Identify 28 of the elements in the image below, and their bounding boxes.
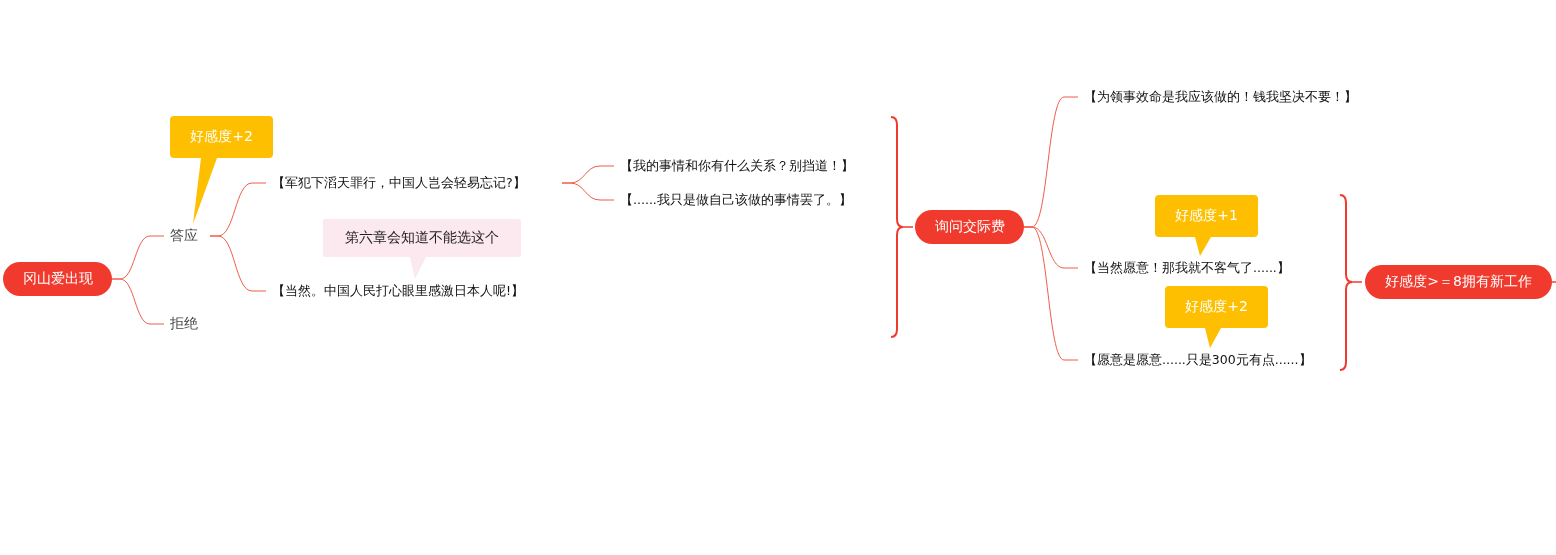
choice-text: 【军犯下滔天罪行，中国人岂会轻易忘记?】 <box>272 174 526 192</box>
bubble-text: 好感度>＝8拥有新工作 <box>1385 273 1532 291</box>
branch-line <box>111 278 165 325</box>
bubble-text: 好感度+2 <box>190 128 253 146</box>
callout-tail <box>1195 237 1211 256</box>
choice-text: 【......我只是做自己该做的事情罢了。】 <box>620 191 852 209</box>
choice-text: 【当然愿意！那我就不客气了......】 <box>1084 259 1290 277</box>
branch-line <box>1023 226 1079 361</box>
callout-tail <box>1205 328 1221 348</box>
choice-text: 【当然。中国人民打心眼里感激日本人呢!】 <box>272 282 524 300</box>
choice-text: 【我的事情和你有什么关系？别挡道！】 <box>620 157 854 175</box>
callout-bubble <box>1165 286 1268 328</box>
topic-text: 拒绝 <box>170 315 198 333</box>
bubble-text: 第六章会知道不能选这个 <box>345 229 499 247</box>
choice-text: 【为领事效命是我应该做的！钱我坚决不要！】 <box>1084 88 1357 106</box>
branch-line <box>561 182 615 201</box>
choice-text: 【愿意是愿意......只是300元有点......】 <box>1084 351 1312 369</box>
topic-text: 答应 <box>170 227 198 245</box>
bubble-text: 好感度+2 <box>1185 298 1248 316</box>
branch-line <box>209 235 267 292</box>
result-pill <box>1365 265 1552 299</box>
callout-bubble <box>1155 195 1258 237</box>
callout-tail <box>193 158 217 224</box>
bubble-text: 好感度+1 <box>1175 207 1238 225</box>
topic-pill <box>3 262 112 296</box>
bubble-text: 询问交际费 <box>934 218 1005 236</box>
topic-pill <box>915 210 1024 244</box>
bubble-text: 冈山爱出现 <box>22 270 93 288</box>
